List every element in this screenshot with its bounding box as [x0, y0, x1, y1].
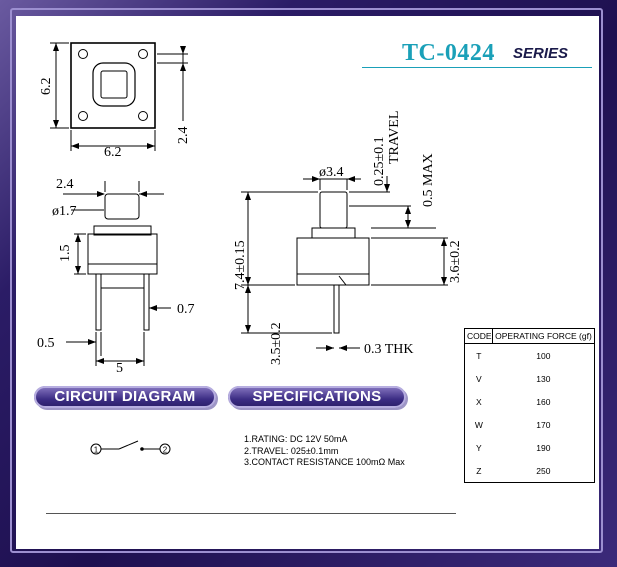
table-row: X 160: [465, 390, 595, 413]
dim-side-height: 1.5: [58, 245, 73, 263]
row-code: V: [475, 373, 482, 384]
dim-front-overtravel: 0.5 MAX: [421, 153, 436, 207]
operating-force-table: CODE OPERATING FORCE (gf) T 100 V 130 X 160…: [463, 328, 595, 483]
row-code: W: [474, 419, 483, 430]
dim-front-thickness: 0.3 THK: [364, 342, 414, 357]
table-row: V 130: [465, 367, 595, 390]
table-header-row: CODE OPERATING FORCE (gf): [463, 328, 595, 344]
dim-pin-width: 0.7: [177, 302, 195, 317]
side-view: [63, 181, 171, 366]
dim-pin-left: 0.5: [37, 336, 55, 351]
dim-front-stroke: 0.25±0.1: [372, 136, 387, 186]
dim-front-pin-length: 3.5±0.2: [269, 322, 284, 365]
specifications-list: 1.RATING: DC 12V 50mA 2.TRAVEL: 025±0.1m…: [244, 434, 405, 469]
header-force: OPERATING FORCE (gf): [492, 328, 595, 344]
model-title: TC-0424: [402, 40, 495, 66]
row-force: 190: [536, 442, 551, 453]
circuit-pin-1: 1: [94, 446, 99, 455]
row-code: Z: [476, 465, 482, 476]
row-force: 160: [536, 396, 551, 407]
dim-side-cap: 2.4: [56, 177, 74, 192]
footer-rule: [46, 513, 456, 514]
row-code: X: [475, 396, 482, 407]
circuit-pin-2: 2: [163, 446, 168, 455]
dim-front-body: 3.6±0.2: [448, 240, 463, 283]
frame-border: [10, 8, 603, 553]
header-code: CODE: [463, 328, 494, 344]
dim-front-total: 7.4±0.15: [233, 240, 248, 290]
row-code: T: [476, 350, 482, 361]
dim-top-offset: 2.4: [176, 127, 191, 145]
mechanical-drawing: 6.2 6.2 2.4 2.4 ø1.7 1.5 0.7 0.5 5 ø3.4 …: [37, 42, 463, 455]
dim-side-dia: ø1.7: [52, 204, 77, 219]
dim-front-dia: ø3.4: [319, 165, 344, 180]
dim-front-travel: TRAVEL: [387, 111, 402, 164]
dim-top-width: 6.2: [104, 145, 122, 160]
table-row: Z 250: [465, 459, 595, 483]
table-row: Y 190: [465, 436, 595, 459]
row-force: 100: [536, 350, 551, 361]
series-label: SERIES: [513, 45, 569, 62]
specifications-heading: SPECIFICATIONS: [228, 386, 406, 408]
row-force: 170: [536, 419, 551, 430]
table-row: T 100: [465, 344, 595, 368]
dim-top-height: 6.2: [39, 78, 54, 96]
switch-symbol: [90, 440, 171, 455]
spec-travel: 2.TRAVEL: 025±0.1mm: [244, 445, 339, 456]
spec-contact-resistance: 3.CONTACT RESISTANCE 100mΩ Max: [244, 457, 405, 467]
top-view: [50, 42, 188, 151]
spec-rating: 1.RATING: DC 12V 50mA: [244, 434, 348, 444]
row-force: 250: [536, 465, 551, 476]
circuit-diagram-heading: CIRCUIT DIAGRAM: [34, 386, 216, 408]
dimension-arrows: [53, 43, 447, 364]
title-underline: [362, 67, 592, 68]
table-row: W 170: [465, 413, 595, 436]
datasheet: TC-0424 SERIES: [16, 16, 599, 549]
row-code: Y: [475, 442, 482, 453]
front-view: [241, 176, 448, 349]
row-force: 130: [536, 373, 551, 384]
dim-pin-spacing: 5: [116, 361, 123, 376]
